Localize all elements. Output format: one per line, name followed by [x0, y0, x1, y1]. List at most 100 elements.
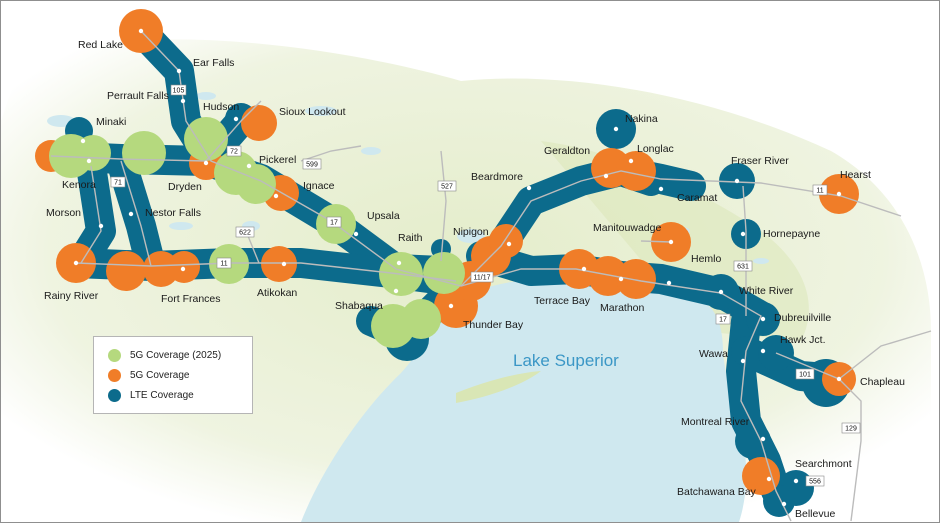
- fiveg2025-circle-shabaqua-2: [401, 299, 441, 339]
- legend-swatch: [108, 368, 121, 382]
- town-label: Geraldton: [544, 145, 590, 157]
- town-label: Caramat: [677, 192, 717, 204]
- svg-text:129: 129: [845, 426, 857, 433]
- town-label: Montreal River: [681, 416, 750, 428]
- highway-shield: 599: [302, 158, 322, 170]
- legend-label: LTE Coverage: [130, 389, 194, 401]
- fiveg-circle-marathon-2: [616, 259, 656, 299]
- highway-shield: 631: [733, 260, 753, 272]
- town-label: Red Lake: [78, 39, 123, 51]
- svg-text:599: 599: [306, 162, 318, 169]
- town-label: Bellevue: [795, 508, 835, 520]
- fiveg-circle-atikokan: [261, 246, 297, 282]
- lake-superior-shape: [301, 279, 747, 522]
- highway-shield: 129: [841, 422, 861, 434]
- svg-text:72: 72: [230, 149, 238, 156]
- map-legend: 5G Coverage (2025) 5G Coverage LTE Cover…: [93, 336, 253, 414]
- fiveg-circle-longlac: [616, 151, 656, 191]
- town-label: Pickerel: [259, 154, 296, 166]
- town-label: Ignace: [303, 180, 335, 192]
- legend-item: 5G Coverage (2025): [108, 345, 242, 365]
- highways: [50, 30, 932, 522]
- town-label: Dubreuilville: [774, 312, 831, 324]
- town-label: Shabaqua: [335, 300, 383, 312]
- svg-text:622: 622: [239, 230, 251, 237]
- town-label: Raith: [398, 232, 423, 244]
- fiveg2025-circle-minaki-east: [122, 131, 166, 175]
- lte-circle-bellevue: [763, 485, 795, 517]
- svg-text:556: 556: [809, 479, 821, 486]
- town-label: Hawk Jct.: [780, 334, 826, 346]
- town-label: Dryden: [168, 181, 202, 193]
- town-label: Manitouwadge: [593, 222, 661, 234]
- town-label: Fort Frances: [161, 293, 221, 305]
- town-label: Nestor Falls: [145, 207, 201, 219]
- lake-superior-label: Lake Superior: [513, 351, 619, 370]
- highway-shield: 11: [216, 257, 232, 269]
- legend-item: LTE Coverage: [108, 385, 242, 405]
- town-label: Hearst: [840, 169, 871, 181]
- town-label: Morson: [46, 207, 81, 219]
- highway-shield: 556: [805, 475, 825, 487]
- town-label: Longlac: [637, 143, 674, 155]
- town-label: Atikokan: [257, 287, 297, 299]
- town-label: Kenora: [62, 179, 96, 191]
- lte-circle-montreal-river: [735, 423, 771, 459]
- highway-shield: 622: [235, 226, 255, 238]
- highway-shield: 72: [226, 145, 242, 157]
- highway-shield: 101: [795, 368, 815, 380]
- isle-royale-shape: [456, 371, 541, 403]
- town-label: Beardmore: [471, 171, 523, 183]
- highway-shield: 11: [812, 184, 828, 196]
- highway-shield: 17: [715, 313, 731, 325]
- svg-text:631: 631: [737, 264, 749, 271]
- town-label: Batchawana Bay: [677, 486, 757, 498]
- fiveg2025-circle-nipigon-west: [423, 252, 465, 294]
- svg-text:17: 17: [330, 220, 338, 227]
- highway-shield: 105: [170, 84, 187, 96]
- svg-text:527: 527: [441, 184, 453, 191]
- town-label: Perrault Falls: [107, 90, 169, 102]
- svg-text:11/17: 11/17: [474, 275, 491, 282]
- town-label: Searchmont: [795, 458, 852, 470]
- town-label: Hornepayne: [763, 228, 820, 240]
- town-label: Thunder Bay: [463, 319, 524, 331]
- town-label: Sioux Lookout: [279, 106, 346, 118]
- town-label: Chapleau: [860, 376, 905, 388]
- svg-text:105: 105: [173, 88, 185, 95]
- town-label: Hudson: [203, 101, 239, 113]
- town-label: Wawa: [699, 348, 728, 360]
- town-label: Rainy River: [44, 290, 99, 302]
- fiveg-2025-coverage-circles: [49, 117, 465, 348]
- town-label: Ear Falls: [193, 57, 234, 69]
- svg-text:101: 101: [799, 372, 811, 379]
- fiveg2025-circle-pickerel-2: [236, 164, 276, 204]
- legend-label: 5G Coverage (2025): [130, 349, 222, 361]
- fiveg-circle-fort-frances-3: [168, 251, 200, 283]
- town-label: Upsala: [367, 210, 400, 222]
- fiveg-circle-fort-frances-1: [106, 251, 146, 291]
- svg-text:11: 11: [220, 261, 227, 268]
- legend-item: 5G Coverage: [108, 365, 242, 385]
- fiveg-circle-batchawana: [742, 457, 780, 495]
- highway-shield: 71: [110, 176, 126, 188]
- town-label: Terrace Bay: [534, 295, 591, 307]
- fiveg2025-circle-dryden: [184, 117, 228, 161]
- highway-shields: 105 72 599 71 17 622 11 527 11/17 11 631…: [110, 84, 861, 487]
- legend-label: 5G Coverage: [130, 369, 190, 381]
- svg-text:11: 11: [816, 188, 823, 195]
- town-label: White River: [739, 285, 794, 297]
- fiveg2025-circle-kenora-2: [75, 135, 111, 171]
- town-label: Hemlo: [691, 253, 722, 265]
- highway-shield: 17: [326, 216, 342, 228]
- fiveg-circle-sioux-lookout: [241, 105, 277, 141]
- town-label: Nakina: [625, 113, 658, 125]
- town-label: Minaki: [96, 116, 126, 128]
- svg-text:17: 17: [719, 317, 727, 324]
- town-label: Fraser River: [731, 155, 789, 167]
- town-label: Nipigon: [453, 226, 489, 238]
- town-label: Marathon: [600, 302, 645, 314]
- svg-text:71: 71: [114, 180, 122, 187]
